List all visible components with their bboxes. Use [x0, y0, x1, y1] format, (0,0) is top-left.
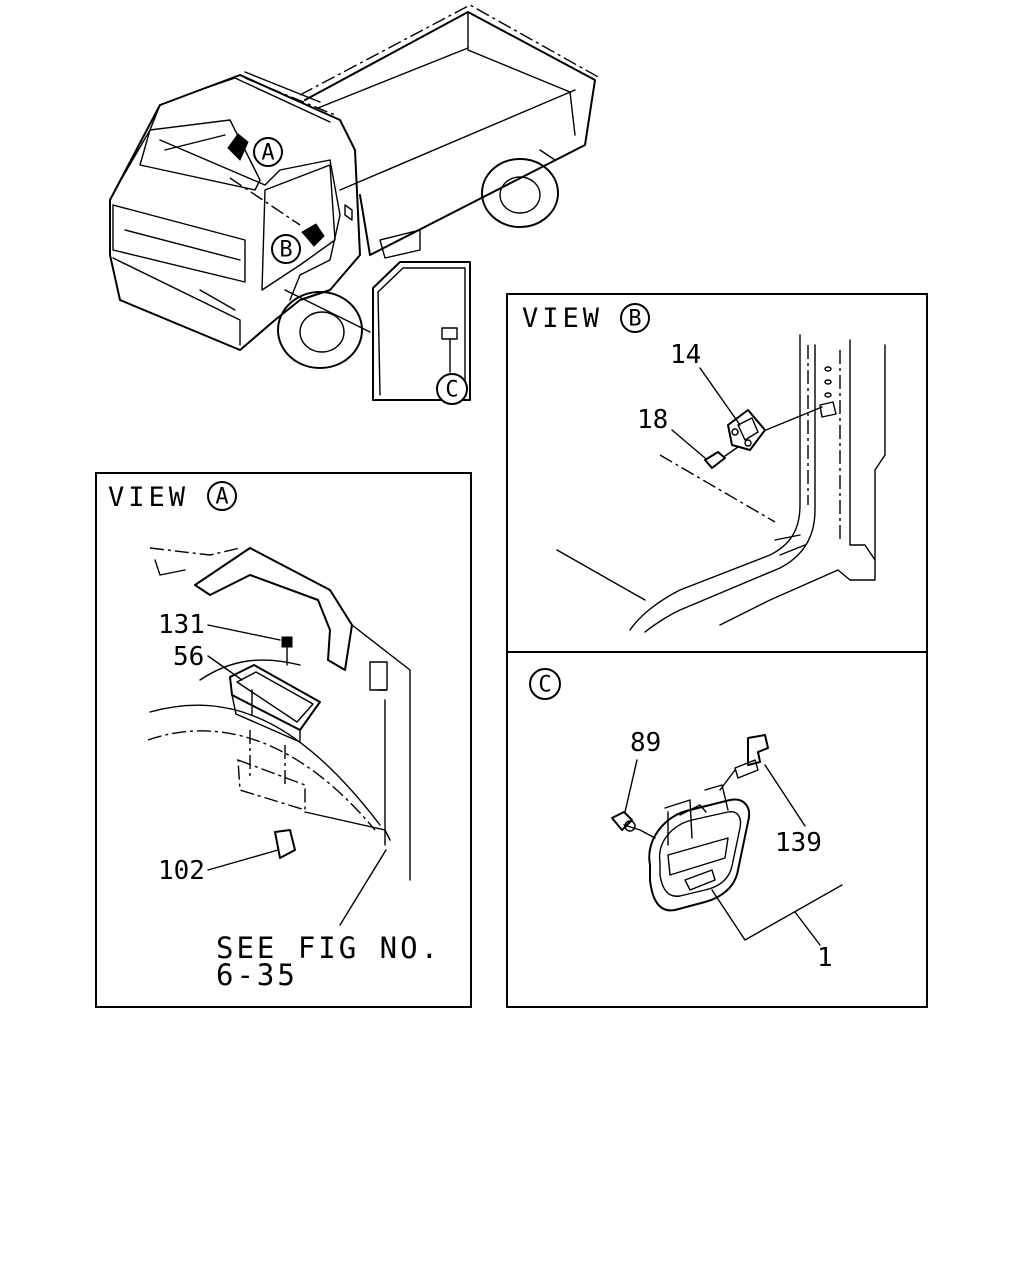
part-label-102: 102	[158, 856, 205, 886]
part-label-56: 56	[173, 642, 204, 672]
view-a-marker: A	[215, 485, 228, 510]
view-c-panel: C	[506, 651, 928, 1008]
part-label-18: 18	[637, 405, 668, 435]
view-a-panel: VIEW A	[95, 472, 472, 1008]
view-a-title: VIEW	[108, 482, 189, 513]
view-b-panel: VIEW B	[506, 293, 928, 653]
part-label-131: 131	[158, 610, 205, 640]
callout-a-label: A	[261, 141, 274, 166]
view-b-marker: B	[628, 307, 641, 332]
part-label-1: 1	[817, 943, 833, 973]
part-label-139: 139	[775, 828, 822, 858]
callout-a-truck: A	[253, 137, 283, 167]
part-label-14: 14	[670, 340, 701, 370]
see-fig-note-line2: 6-35	[216, 958, 298, 992]
see-fig-note-line1: SEE FIG NO.	[216, 931, 441, 965]
callout-b-truck: B	[271, 234, 301, 264]
callout-b-label: B	[279, 238, 292, 263]
callout-c-label: C	[445, 378, 458, 403]
truck-overview	[109, 4, 601, 401]
view-c-marker: C	[538, 673, 551, 698]
view-b-title: VIEW	[522, 303, 603, 334]
callout-c-truck: C	[436, 373, 468, 405]
part-label-89: 89	[630, 728, 661, 758]
